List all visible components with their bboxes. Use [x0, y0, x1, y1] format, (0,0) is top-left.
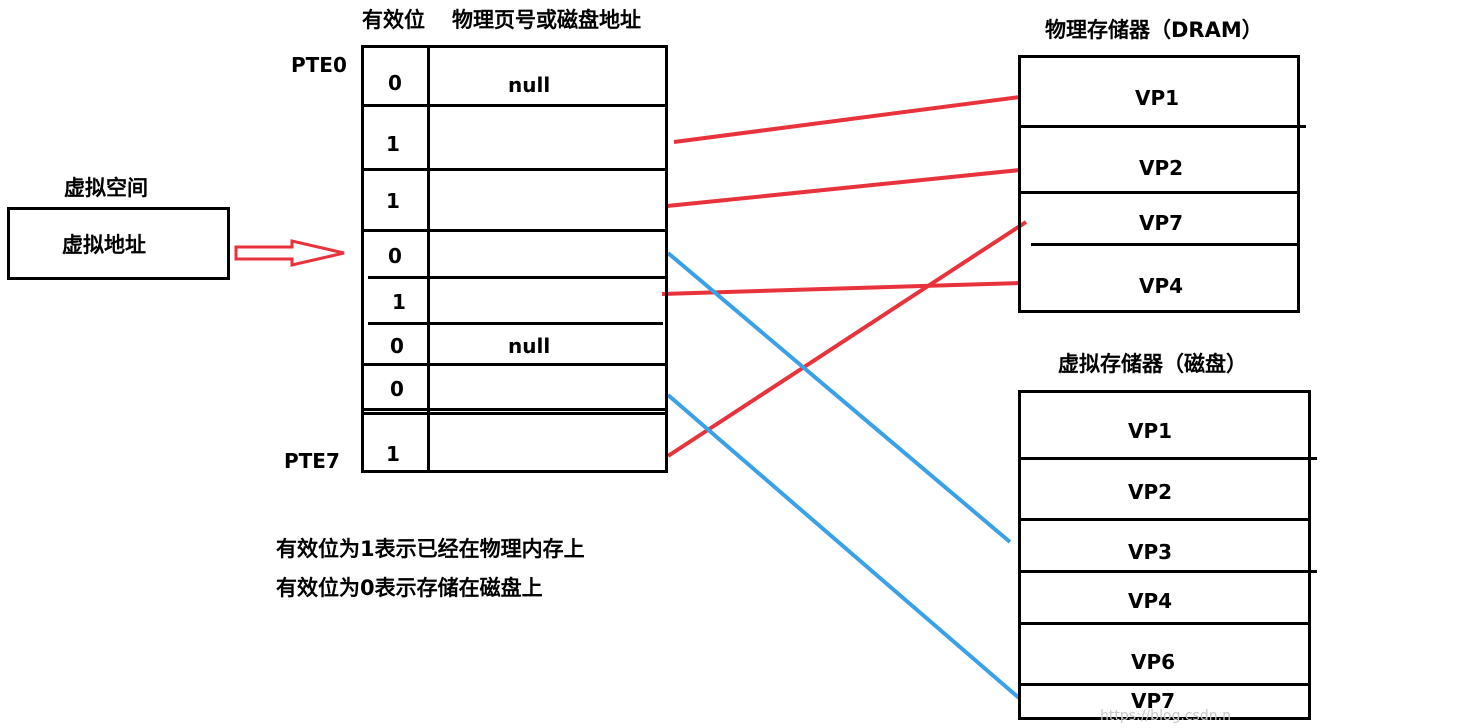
pte7-label: PTE7: [284, 449, 340, 473]
page-table-row-line: [361, 363, 668, 366]
disk-page: VP2: [1128, 480, 1173, 504]
dram-title: 物理存储器（DRAM）: [1045, 18, 1263, 42]
link-pte3-to-disk-vp3: [666, 251, 1012, 544]
translate-arrow: [234, 239, 345, 267]
dram-divider: [1021, 125, 1306, 128]
disk-divider: [1021, 570, 1317, 573]
page-table-divider: [427, 45, 430, 473]
virtual-address-label: 虚拟地址: [62, 233, 146, 257]
pte-valid: 1: [386, 189, 400, 213]
pte-addr: null: [508, 73, 551, 97]
link-pte1-to-dram-vp1: [673, 95, 1021, 144]
disk-page: VP1: [1128, 419, 1173, 443]
page-table-left-border: [361, 45, 364, 473]
pte-valid: 1: [386, 132, 400, 156]
link-pte7-to-dram-vp7: [666, 220, 1028, 458]
disk-divider: [1021, 683, 1311, 686]
pte-valid: 0: [388, 71, 402, 95]
link-pte6-to-disk-vp7: [666, 393, 1021, 700]
dram-page: VP7: [1139, 211, 1184, 235]
pte-valid: 0: [390, 334, 404, 358]
disk-divider: [1021, 622, 1311, 625]
disk-title: 虚拟存储器（磁盘）: [1058, 352, 1247, 376]
page-table-bottom-border: [361, 470, 668, 473]
dram-box: VP1 VP2 VP7 VP4: [1018, 55, 1306, 313]
pte-valid: 1: [386, 442, 400, 466]
page-table-row-line: [368, 276, 665, 279]
pte-valid: 1: [392, 290, 406, 314]
disk-page: VP7: [1131, 689, 1176, 713]
note-valid-0: 有效位为0表示存储在磁盘上: [276, 576, 543, 600]
pte0-label: PTE0: [291, 53, 347, 77]
dram-page: VP1: [1135, 86, 1180, 110]
dram-divider: [1021, 191, 1297, 194]
page-table-row-line: [361, 168, 668, 171]
link-pte2-to-dram-vp2: [666, 168, 1021, 208]
page-table-row-line: [361, 229, 668, 232]
page-table-right-border: [665, 45, 668, 473]
watermark: https://blog.csdn.n: [1100, 708, 1231, 724]
dram-page: VP4: [1139, 274, 1184, 298]
page-table-row-line: [368, 322, 663, 325]
dram-divider: [1031, 243, 1297, 246]
disk-divider: [1021, 457, 1317, 460]
header-physical-page-or-disk-address: 物理页号或磁盘地址: [452, 8, 641, 32]
dram-page: VP2: [1139, 156, 1184, 180]
disk-divider: [1021, 518, 1311, 521]
header-valid-bit: 有效位: [362, 8, 425, 32]
page-table-row-line: [361, 408, 668, 411]
disk-page: VP4: [1128, 589, 1173, 613]
virtual-address-box: 虚拟地址: [7, 207, 230, 280]
note-valid-1: 有效位为1表示已经在物理内存上: [276, 537, 585, 561]
disk-page: VP3: [1128, 540, 1173, 564]
pte-addr: null: [508, 334, 551, 358]
page-table-row-line: [361, 412, 668, 415]
pte-valid: 0: [390, 377, 404, 401]
page-table-row-line: [361, 104, 668, 107]
page-table-top-border: [361, 45, 668, 48]
link-pte4-to-dram-vp4: [661, 281, 1021, 296]
virtual-space-title: 虚拟空间: [64, 176, 148, 200]
disk-box: VP1 VP2 VP3 VP4 VP6 VP7: [1018, 390, 1317, 720]
disk-page: VP6: [1131, 650, 1176, 674]
pte-valid: 0: [388, 244, 402, 268]
